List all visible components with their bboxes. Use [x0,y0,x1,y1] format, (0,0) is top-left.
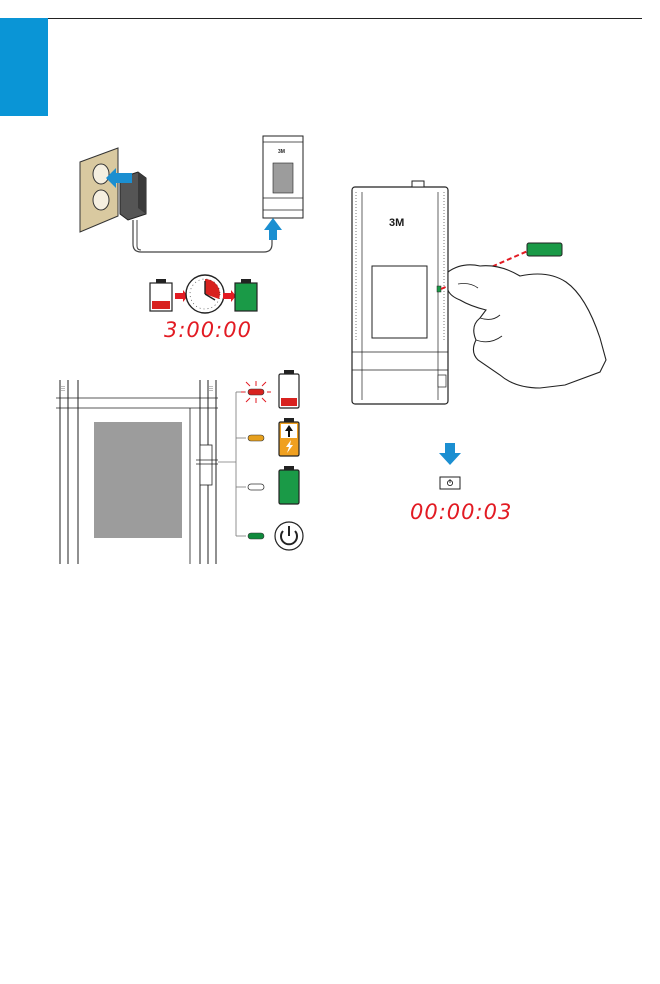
led-white-icon [248,484,264,490]
battery-low-icon [279,370,299,408]
device-closeup-icon [56,380,218,564]
power-on-icon [275,522,303,550]
battery-charging-icon [279,418,299,456]
led-green-icon [248,533,264,539]
battery-full-icon [279,466,299,504]
led-callout-lines [218,392,246,536]
led-orange-icon [248,435,264,441]
